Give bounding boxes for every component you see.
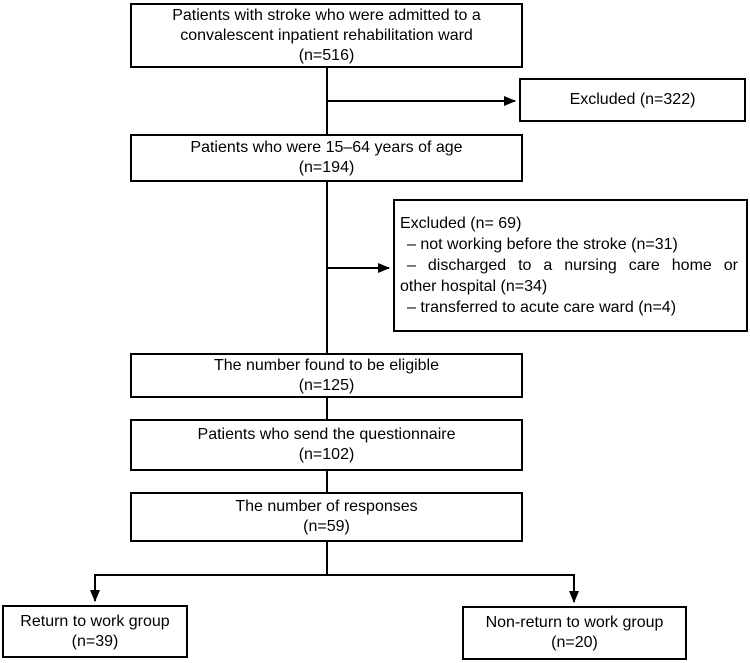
box-return-count: (n=39) [71, 632, 119, 650]
box-responses: The number of responses (n=59) [130, 492, 523, 542]
box-questionnaire-line-1: Patients who send the questionnaire [197, 426, 456, 443]
box-age-line-1: Patients who were 15–64 years of age [190, 139, 463, 156]
box-return-to-work-group: Return to work group (n=39) [2, 605, 188, 658]
excluded-second-item-3: – transferred to acute care ward (n=4) [407, 299, 677, 316]
box-admitted-line-2: convalescent inpatient rehabilitation wa… [180, 26, 473, 44]
box-responses-line-1: The number of responses [235, 498, 418, 515]
box-questionnaire-count: (n=102) [298, 446, 355, 463]
box-non-return-to-work-group: Non-return to work group (n=20) [462, 606, 687, 660]
box-age-range: Patients who were 15–64 years of age (n=… [130, 134, 523, 182]
box-excluded-first: Excluded (n=322) [519, 78, 746, 122]
excluded-second-title: Excluded (n= 69) [400, 215, 522, 232]
box-questionnaire: Patients who send the questionnaire (n=1… [130, 419, 523, 471]
excluded-second-item-1: – not working before the stroke (n=31) [407, 236, 678, 253]
box-excluded-second: Excluded (n= 69) – not working before th… [393, 199, 748, 332]
box-excluded-first-label: Excluded (n=322) [569, 91, 696, 108]
box-nonreturn-line-1: Non-return to work group [485, 614, 664, 631]
box-admitted-patients: Patients with stroke who were admitted t… [130, 3, 523, 68]
excluded-second-item-2-line-2: other hospital (n=34) [400, 278, 548, 295]
box-return-line-1: Return to work group [20, 612, 170, 630]
box-admitted-count: (n=516) [298, 46, 355, 64]
box-eligible: The number found to be eligible (n=125) [130, 353, 523, 398]
box-eligible-count: (n=125) [298, 376, 355, 394]
excluded-second-item-2-line-1: – discharged to a nursing care home or [407, 257, 738, 274]
box-eligible-line-1: The number found to be eligible [213, 356, 440, 374]
box-responses-count: (n=59) [303, 518, 350, 535]
box-age-count: (n=194) [298, 159, 355, 176]
box-nonreturn-count: (n=20) [551, 634, 598, 651]
box-admitted-line-1: Patients with stroke who were admitted t… [172, 6, 481, 24]
